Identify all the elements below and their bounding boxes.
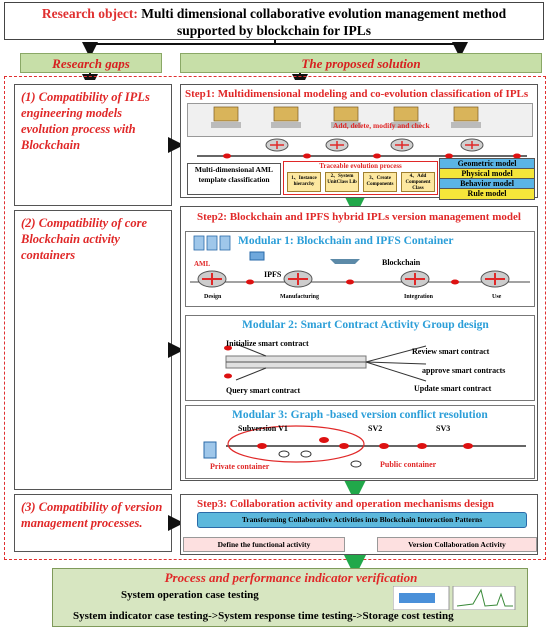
review-contract-label: Review smart contract bbox=[412, 347, 490, 356]
public-container-label: Public container bbox=[380, 460, 437, 469]
indicator-testing: System indicator case testing->System re… bbox=[73, 610, 454, 622]
node-manufacturing: Manufacturing bbox=[280, 294, 319, 300]
verification-thumbnails bbox=[393, 586, 516, 610]
gap-3-text: (3) Compatibility of version management … bbox=[21, 500, 163, 530]
sv3-label: SV3 bbox=[436, 424, 451, 433]
title-line2: supported by blockchain for IPLs bbox=[176, 23, 372, 38]
step2-title: Step2: Blockchain and IPFS hybrid IPLs v… bbox=[197, 211, 521, 223]
sv2-label: SV2 bbox=[368, 424, 383, 433]
query-contract-label: Query smart contract bbox=[226, 386, 301, 395]
gap-3: (3) Compatibility of version management … bbox=[14, 494, 172, 552]
modular2-title: Modular 2: Smart Contract Activity Group… bbox=[242, 319, 489, 331]
sub-step-1: 1、Instance hierarchy bbox=[287, 172, 321, 192]
sub-step-3: 3、Create Components bbox=[363, 172, 397, 192]
operation-testing: System operation case testing bbox=[121, 589, 259, 601]
approve-contract-label: approve smart contracts bbox=[422, 366, 506, 375]
traceable-label: Traceable evolution process bbox=[319, 162, 402, 170]
define-activity-box: Define the functional activity bbox=[183, 537, 345, 552]
node-use: Use bbox=[492, 294, 502, 300]
title-line1: Multi dimensional collaborative evolutio… bbox=[141, 6, 507, 21]
subversion-label: Subversion V1 bbox=[238, 424, 288, 433]
solution-dashed-frame bbox=[4, 76, 546, 560]
step3-title: Step3: Collaboration activity and operat… bbox=[197, 498, 495, 510]
ipfs-label: IPFS bbox=[264, 270, 282, 279]
workstation-icons bbox=[211, 106, 481, 128]
title-prefix: Research object: bbox=[41, 6, 138, 21]
research-object-title: Research object: Multi dimensional colla… bbox=[4, 2, 544, 40]
sub-step-4: 4、Add Component Class bbox=[401, 172, 435, 192]
modular1-box: Modular 1: Blockchain and IPFS Container… bbox=[185, 231, 535, 307]
step3-box: Step3: Collaboration activity and operat… bbox=[180, 494, 538, 555]
private-container-label: Private container bbox=[210, 462, 270, 471]
step3-banner: Transforming Collaborative Activities in… bbox=[197, 512, 527, 528]
proposed-solution-header: The proposed solution bbox=[180, 53, 542, 73]
sub-step-2: 2、System UnitClass Lib bbox=[325, 172, 359, 192]
verification-box: Process and performance indicator verifi… bbox=[52, 568, 528, 627]
aml-label: AML bbox=[194, 260, 211, 268]
update-contract-label: Update smart contract bbox=[414, 384, 492, 393]
modular2-diagram bbox=[224, 343, 427, 382]
step1-router-row bbox=[197, 138, 527, 159]
ops-label: Add, delete, modify and check bbox=[333, 121, 430, 130]
gap-2-text: (2) Compatibility of core Blockchain act… bbox=[21, 216, 148, 262]
aml-template-box: Multi-dimensional AML template classific… bbox=[187, 163, 281, 195]
modular3-diagram bbox=[203, 425, 526, 468]
init-contract-label: Initialize smart contract bbox=[226, 339, 309, 348]
gap-2: (2) Compatibility of core Blockchain act… bbox=[14, 210, 172, 490]
modular1-title: Modular 1: Blockchain and IPFS Container bbox=[238, 235, 454, 247]
node-integration: Integration bbox=[404, 294, 433, 300]
node-design: Design bbox=[204, 294, 222, 300]
version-activity-box: Version Collaboration Activity bbox=[377, 537, 537, 552]
modular3-title: Modular 3: Graph -based version conflict… bbox=[232, 409, 488, 421]
gap-1: (1) Compatibility of IPLs engineering mo… bbox=[14, 84, 172, 206]
step1-box: Step1: Multidimensional modeling and co-… bbox=[180, 84, 538, 200]
modular2-box: Modular 2: Smart Contract Activity Group… bbox=[185, 315, 535, 401]
model-rule: Rule model bbox=[439, 188, 535, 200]
step2-box: Step2: Blockchain and IPFS hybrid IPLs v… bbox=[180, 206, 538, 481]
research-gaps-header: Research gaps bbox=[20, 53, 162, 73]
gap-1-text: (1) Compatibility of IPLs engineering mo… bbox=[21, 90, 150, 152]
step1-title: Step1: Multidimensional modeling and co-… bbox=[185, 88, 529, 100]
modular1-diagram bbox=[190, 235, 530, 288]
title-connector-arrows bbox=[82, 40, 468, 80]
verification-title: Process and performance indicator verifi… bbox=[164, 570, 418, 585]
modular3-box: Modular 3: Graph -based version conflict… bbox=[185, 405, 535, 479]
blockchain-label: Blockchain bbox=[382, 258, 421, 267]
